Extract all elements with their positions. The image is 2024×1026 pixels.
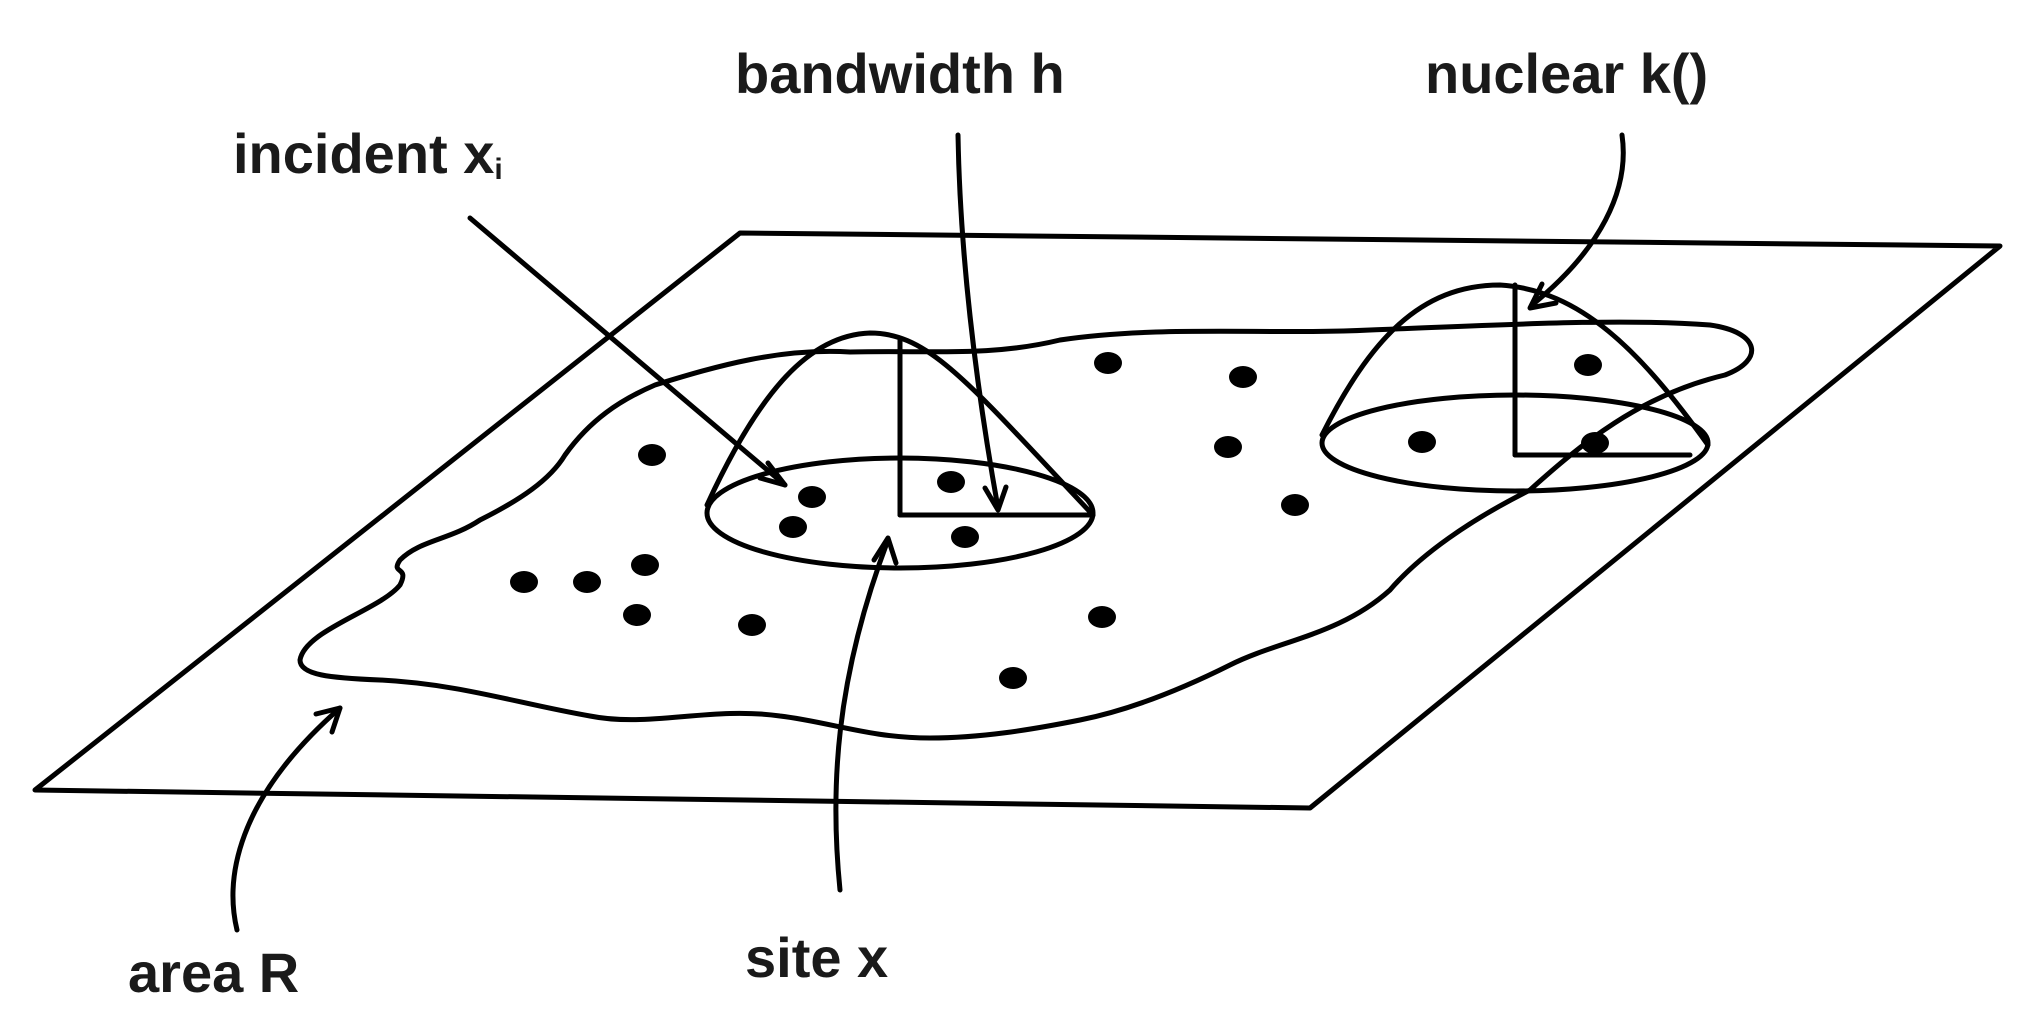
incident-point <box>623 604 651 626</box>
incident-point <box>638 444 666 466</box>
site-arrowhead <box>871 535 899 566</box>
bandwidth-label: bandwidth h <box>735 42 1065 105</box>
incident-point <box>631 554 659 576</box>
incident-point <box>1574 354 1602 376</box>
incident-label-subscript: i <box>494 153 503 186</box>
area-arrowhead <box>313 705 343 735</box>
incident-label-main: incident x <box>233 122 495 185</box>
nuclear-label: nuclear k() <box>1425 42 1709 105</box>
incident-point <box>1581 432 1609 454</box>
area-label: area R <box>128 941 300 1004</box>
site-leader-line <box>833 537 891 893</box>
plane <box>32 230 2003 811</box>
incident-point <box>999 667 1027 689</box>
nuclear-leader-line <box>1529 132 1626 308</box>
incident-point <box>510 571 538 593</box>
incident-label: incident xi <box>233 126 503 185</box>
bandwidth-leader-line <box>955 132 1001 511</box>
incident-point <box>798 486 826 508</box>
incident-leader-line <box>467 215 788 488</box>
incident-point <box>937 471 965 493</box>
kernel-1-dome <box>704 330 1096 518</box>
incident-point <box>1281 494 1309 516</box>
incident-point <box>1088 606 1116 628</box>
incident-point <box>1229 366 1257 388</box>
area-leader-line <box>230 705 343 933</box>
incident-point <box>573 571 601 593</box>
incident-point <box>951 526 979 548</box>
kernel-2-dome <box>1319 282 1711 448</box>
nuclear-arrowhead <box>1527 281 1559 311</box>
incident-point <box>779 516 807 538</box>
site-label: site x <box>745 926 889 989</box>
incident-point <box>1214 436 1242 458</box>
incident-arrowhead <box>757 460 788 488</box>
incident-point <box>1094 352 1122 374</box>
incident-point <box>738 614 766 636</box>
incident-point <box>1408 431 1436 453</box>
bandwidth-arrowhead <box>982 484 1009 513</box>
area-r-boundary <box>297 319 1755 741</box>
